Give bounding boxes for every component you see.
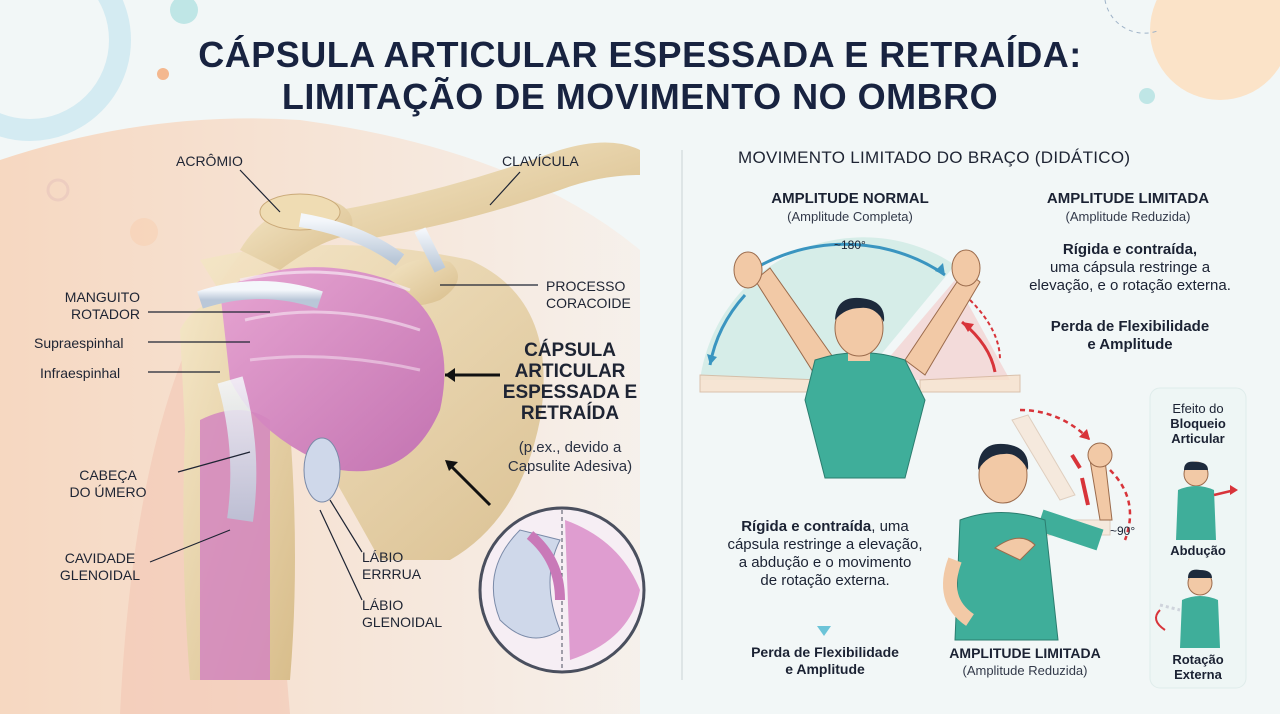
side-panel-title-line-1: Efeito do: [1172, 401, 1224, 416]
label-capsula-line-1: CÁPSULA: [524, 340, 616, 361]
side-panel-illustration: [1149, 387, 1247, 689]
limited-amplitude-subtitle: (Amplitude Reduzida): [1065, 209, 1191, 224]
label-processo-coracoide-line-2: CORACOIDE: [546, 295, 631, 311]
label-cabeca-umero: CABEÇA DO ÚMERO: [60, 467, 156, 501]
lower-description-bold: Rígida e contraída: [741, 518, 872, 535]
side-panel-rotacao: Rotação Externa: [1150, 652, 1246, 682]
label-capsula-note: (p.ex., devido a Capsulite Adesiva): [490, 438, 650, 476]
label-capsula-line-2: ARTICULAR: [514, 361, 626, 382]
upper-figure-illustration: [699, 237, 1021, 479]
label-processo-coracoide-line-1: PROCESSO: [546, 278, 626, 294]
label-cabeca-umero-line-2: DO ÚMERO: [69, 484, 147, 500]
label-manguito-rotador-line-2: ROTADOR: [71, 306, 140, 322]
side-panel-title-line-2: Bloqueio: [1170, 416, 1226, 431]
label-manguito-rotador-line-1: MANGUITO: [64, 289, 140, 305]
page-title-line-2: LIMITAÇÃO DE MOVIMENTO NO OMBRO: [281, 76, 999, 117]
label-cavidade-glenoidal-line-1: CAVIDADE: [64, 550, 136, 566]
side-panel-title-line-3: Articular: [1171, 431, 1225, 446]
loss-flexibility-top: Perda de Flexibilidade e Amplitude: [1010, 318, 1250, 354]
lower-description-line-4: de rotação externa.: [760, 572, 890, 589]
label-supraespinhal: Supraespinhal: [34, 335, 124, 351]
lower-description-line-1: , uma: [871, 518, 909, 535]
lower-description: Rígida e contraída, uma cápsula restring…: [700, 518, 950, 590]
lower-figure-illustration: [817, 408, 1132, 641]
label-labio-1-line-2: ERRRUA: [362, 566, 422, 582]
angle-normal-label: ~180°: [834, 238, 866, 252]
lower-description-line-2: cápsula restringe a elevação,: [727, 536, 923, 553]
label-labio-2-line-1: LÁBIO: [362, 597, 404, 613]
label-clavicula: CLAVÍCULA: [502, 153, 579, 169]
label-cavidade-glenoidal: CAVIDADE GLENOIDAL: [52, 550, 148, 584]
page-title-line-1: CÁPSULA ARTICULAR ESPESSADA E RETRAÍDA:: [198, 34, 1082, 75]
label-capsula-note-line-2: Capsulite Adesiva): [507, 458, 633, 475]
limited-description-top: Rígida e contraída, uma cápsula restring…: [1010, 241, 1250, 295]
loss-flexibility-bottom: Perda de Flexibilidade e Amplitude: [720, 644, 930, 678]
label-labio-1: LÁBIO ERRRUA: [362, 549, 421, 583]
limited-amplitude-title: AMPLITUDE LIMITADA: [1046, 190, 1210, 207]
normal-amplitude-title: AMPLITUDE NORMAL: [771, 190, 929, 207]
label-cabeca-umero-line-1: CABEÇA: [79, 467, 137, 483]
limited-description-line-2: uma cápsula restringe a: [1049, 259, 1211, 276]
label-capsula-line-3: ESPESSADA E: [502, 382, 638, 403]
loss-flexibility-bottom-line-1: Perda de Flexibilidade: [751, 644, 899, 660]
loss-flexibility-bottom-line-2: e Amplitude: [785, 661, 865, 677]
label-processo-coracoide: PROCESSO CORACOIDE: [546, 278, 631, 312]
label-labio-2-line-2: GLENOIDAL: [362, 614, 443, 630]
label-capsula-note-line-1: (p.ex., devido a: [518, 439, 622, 456]
label-labio-1-line-1: LÁBIO: [362, 549, 404, 565]
shoulder-anatomy-illustration: [148, 142, 646, 680]
label-manguito-rotador: MANGUITO ROTADOR: [50, 289, 140, 323]
lower-limited-title: AMPLITUDE LIMITADA: [949, 645, 1101, 661]
label-capsula-line-4: RETRAÍDA: [520, 403, 620, 424]
angle-limited-label: ~90°: [1110, 524, 1136, 538]
loss-flexibility-top-line-1: Perda de Flexibilidade: [1050, 318, 1210, 335]
side-panel-abducao: Abdução: [1170, 543, 1226, 558]
label-cavidade-glenoidal-line-2: GLENOIDAL: [59, 567, 141, 583]
section-title-movimento: MOVIMENTO LIMITADO DO BRAÇO (DIDÁTICO): [738, 148, 1131, 167]
lower-description-line-3: a abdução e o movimento: [738, 554, 912, 571]
lower-limited-subtitle: (Amplitude Reduzida): [962, 663, 1088, 678]
loss-flexibility-top-line-2: e Amplitude: [1087, 336, 1173, 353]
label-labio-2: LÁBIO GLENOIDAL: [362, 597, 442, 631]
label-acromio: ACRÔMIO: [176, 153, 243, 169]
side-panel-rotacao-line-2: Externa: [1174, 667, 1222, 682]
limited-description-line-3: elevação, e o rotação externa.: [1029, 277, 1231, 294]
limited-description-line-1: Rígida e contraída,: [1062, 241, 1198, 258]
side-panel-title: Efeito do Bloqueio Articular: [1150, 401, 1246, 446]
label-infraespinhal: Infraespinhal: [40, 365, 121, 381]
side-panel-rotacao-line-1: Rotação: [1172, 652, 1224, 667]
label-capsula-articular: CÁPSULA ARTICULAR ESPESSADA E RETRAÍDA: [496, 340, 644, 424]
normal-amplitude-subtitle: (Amplitude Completa): [787, 209, 913, 224]
